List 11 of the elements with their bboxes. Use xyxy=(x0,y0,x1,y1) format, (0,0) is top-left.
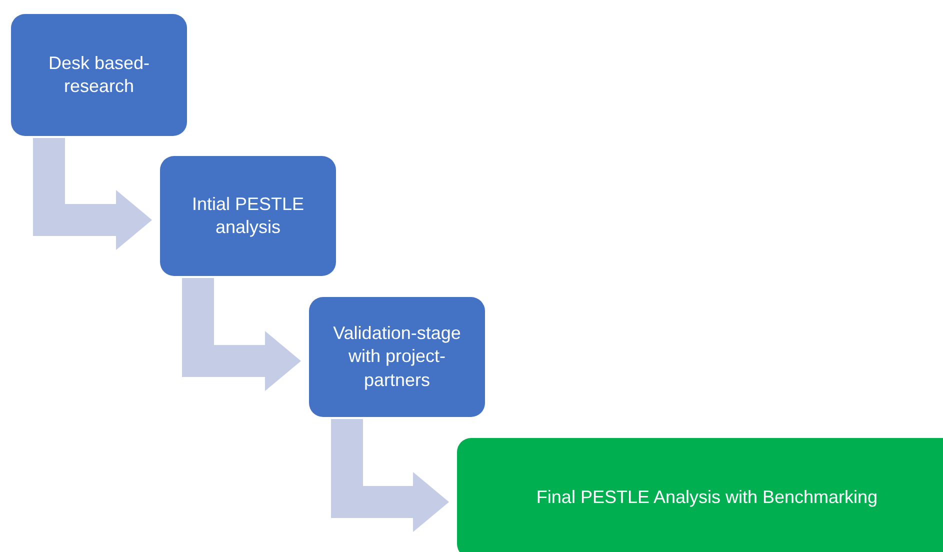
step-label: Final PESTLE Analysis with Benchmarking xyxy=(536,486,878,510)
process-box xyxy=(309,297,485,417)
step-label: Validation-stage with project-partners xyxy=(332,322,462,392)
bent-arrow xyxy=(182,278,301,391)
process-box xyxy=(160,156,336,276)
step-label: Desk based-research xyxy=(47,52,151,98)
bent-arrow xyxy=(33,138,152,250)
process-box xyxy=(11,14,187,136)
process-box xyxy=(457,438,943,552)
bent-arrow xyxy=(331,419,449,532)
step-label: Intial PESTLE analysis xyxy=(190,192,306,239)
